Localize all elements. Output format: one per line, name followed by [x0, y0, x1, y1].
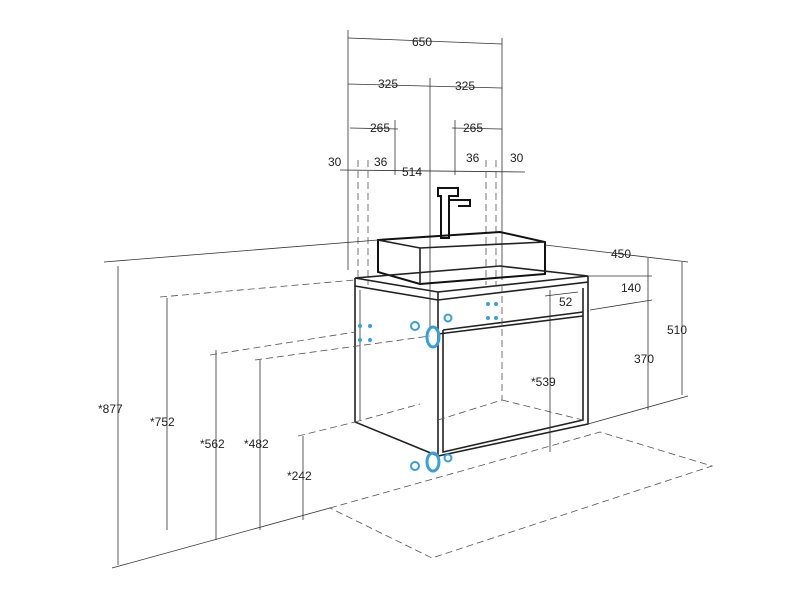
dim-562: *562	[200, 437, 225, 451]
dim-325-left: 325	[378, 77, 398, 91]
dim-140: 140	[621, 281, 641, 295]
faucet	[437, 187, 471, 239]
dim-30-left: 30	[328, 155, 342, 169]
dim-482: *482	[244, 437, 269, 451]
left-dimension-lines	[103, 239, 431, 569]
dim-265-left: 265	[370, 121, 390, 135]
dim-265-right: 265	[463, 121, 483, 135]
dim-752: *752	[150, 415, 175, 429]
dim-242: *242	[287, 469, 312, 483]
top-dimension-lines	[339, 30, 526, 330]
dim-514: 514	[402, 165, 422, 179]
dim-52: 52	[559, 295, 573, 309]
hidden-lines	[354, 285, 584, 423]
dim-877: *877	[98, 402, 123, 416]
dim-370: 370	[634, 352, 654, 366]
right-dimension-lines	[544, 244, 689, 452]
dim-30-right: 30	[510, 151, 524, 165]
dim-450: 450	[611, 247, 631, 261]
floor-outline	[328, 431, 714, 559]
dim-650: 650	[412, 35, 432, 49]
dim-36-right: 36	[466, 151, 480, 165]
cabinet-body	[354, 282, 589, 457]
dim-539: *539	[531, 375, 556, 389]
dim-510: 510	[667, 323, 687, 337]
basin	[377, 230, 546, 286]
mounting-points	[358, 302, 498, 473]
dim-325-right: 325	[455, 79, 475, 93]
dim-36-left: 36	[374, 155, 388, 169]
